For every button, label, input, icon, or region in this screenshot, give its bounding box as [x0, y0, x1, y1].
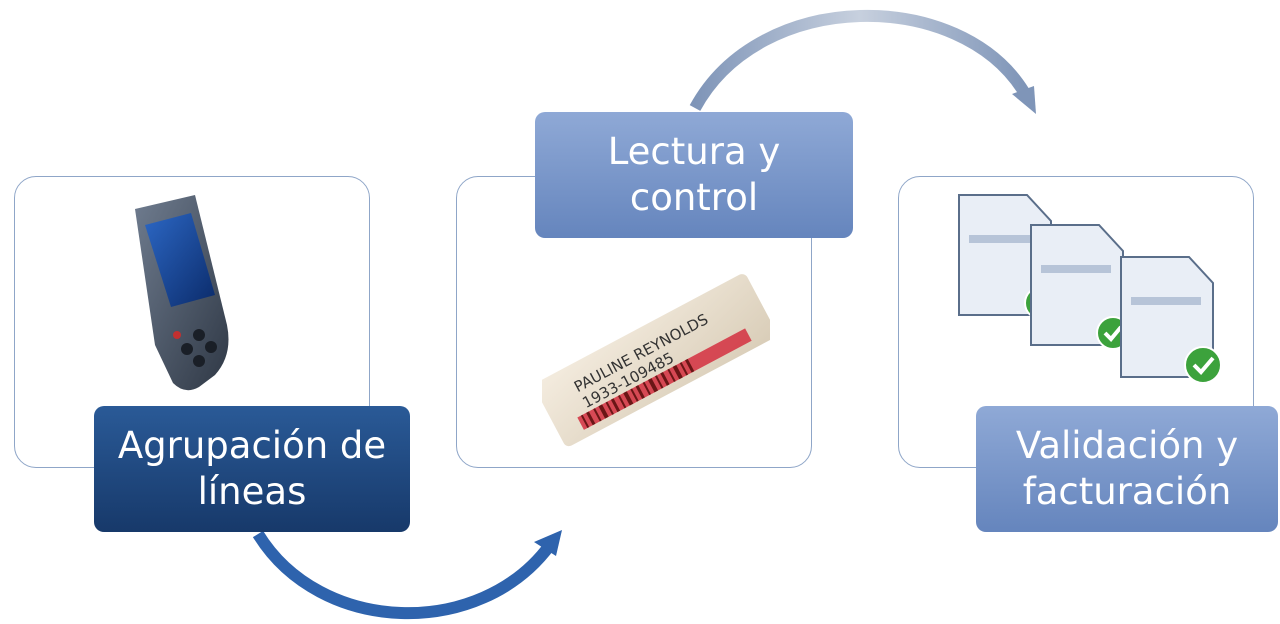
document-2 — [1030, 224, 1130, 350]
step-label-reading: Lectura y control — [535, 112, 853, 238]
arrow-bottom-head — [534, 530, 562, 556]
step-label-reading-line2: control — [629, 176, 759, 219]
arrow-top — [689, 10, 1030, 111]
arrow-top-head — [1012, 86, 1036, 114]
step-label-grouping: Agrupación de líneas — [94, 406, 410, 532]
document-3 — [1120, 256, 1222, 384]
handheld-scanner-icon — [135, 195, 229, 391]
step-label-grouping-line1: Agrupación de — [117, 424, 387, 467]
step-label-reading-line1: Lectura y — [607, 130, 781, 173]
step-label-validation-line1: Validación y — [1015, 424, 1239, 467]
step-label-grouping-line2: líneas — [197, 470, 307, 513]
validated-documents-icon — [958, 194, 1222, 384]
arrow-bottom — [252, 530, 555, 619]
step-label-validation-line2: facturación — [1022, 470, 1232, 513]
step-label-validation: Validación y facturación — [976, 406, 1278, 532]
barcode-label-icon: PAULINE REYNOLDS 1933-109485 — [534, 266, 777, 456]
